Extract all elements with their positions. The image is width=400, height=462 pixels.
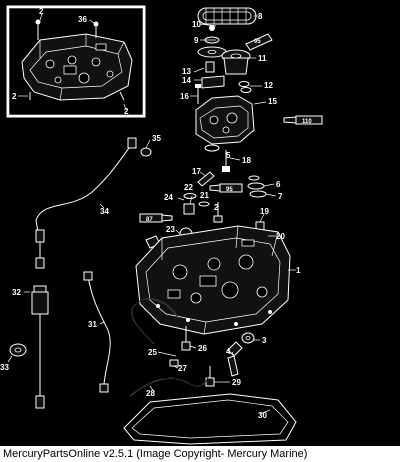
part-number-labels: 8 10 9 11 13 14 12 16 15 5 18 17 6 7 22 … [0, 12, 301, 420]
label-8: 8 [258, 12, 263, 21]
label-34: 34 [100, 207, 109, 216]
inset-detail-box: 2 36 2 2 [5, 4, 147, 119]
part-25-hose [131, 298, 179, 345]
part-13-14 [193, 61, 225, 89]
sealant-tag-95b: 95 [226, 187, 233, 193]
inset-label-2b: 2 [12, 92, 17, 101]
image-caption: MercuryPartsOnline v2.5.1 (Image Copyrig… [3, 448, 308, 460]
label-7: 7 [278, 192, 283, 201]
part-15-housing [195, 95, 255, 152]
label-19: 19 [260, 207, 269, 216]
part-12-orings [238, 81, 252, 93]
label-18: 18 [242, 156, 251, 165]
label-17: 17 [192, 167, 201, 176]
label-13: 13 [182, 67, 191, 76]
sealant-tube-87: 87 [139, 213, 173, 223]
part-5-18 [222, 150, 230, 172]
label-31: 31 [88, 320, 97, 329]
label-25: 25 [148, 348, 157, 357]
label-27: 27 [178, 364, 187, 373]
label-1: 1 [296, 266, 301, 275]
label-2: 2 [214, 203, 219, 212]
label-29: 29 [232, 378, 241, 387]
label-15: 15 [268, 97, 277, 106]
part-31-harness [83, 271, 111, 393]
part-28-hose [129, 375, 209, 397]
label-24: 24 [164, 193, 173, 202]
label-21: 21 [200, 191, 209, 200]
label-6: 6 [276, 180, 281, 189]
label-30: 30 [258, 411, 267, 420]
sealant-tube-110: 110 [283, 115, 323, 125]
sealant-tube-95-top: 95 [245, 33, 273, 51]
label-28: 28 [146, 389, 155, 398]
exploded-parts-diagram: 2 36 2 2 [0, 0, 400, 446]
label-33: 33 [0, 363, 9, 372]
part-21-22-24 [183, 193, 223, 223]
label-10: 10 [192, 20, 201, 29]
part-33-clamp [9, 343, 27, 357]
label-14: 14 [182, 76, 191, 85]
sealant-tube-95-mid: 95 [209, 183, 243, 193]
part-11-pump [221, 49, 251, 75]
label-16: 16 [180, 92, 189, 101]
label-3: 3 [262, 336, 267, 345]
part-8-chain [197, 7, 257, 25]
label-26: 26 [198, 344, 207, 353]
label-35: 35 [152, 134, 161, 143]
label-9: 9 [194, 36, 199, 45]
inset-label-36: 36 [78, 15, 87, 24]
label-12: 12 [264, 81, 273, 90]
part-1-main-housing [135, 225, 291, 335]
inset-label-2a: 2 [39, 7, 44, 16]
label-22: 22 [184, 183, 193, 192]
sealant-tag-110: 110 [302, 119, 312, 125]
part-35-clip [140, 147, 152, 157]
label-11: 11 [258, 54, 267, 63]
part-32-sensor [31, 285, 49, 409]
label-5: 5 [226, 151, 231, 160]
part-17-tube [197, 171, 215, 187]
label-23: 23 [166, 225, 175, 234]
sealant-tag-95a: 95 [254, 39, 261, 45]
sealant-tag-87: 87 [146, 217, 153, 223]
part-3-plug [241, 332, 255, 344]
leader-lines [7, 15, 296, 415]
label-32: 32 [12, 288, 21, 297]
part-30-gasket [123, 393, 297, 445]
label-4: 4 [226, 347, 231, 356]
inset-label-2c: 2 [124, 107, 129, 116]
part-34-cable [35, 137, 137, 269]
label-20: 20 [276, 232, 285, 241]
sealant-tube-95-low [227, 341, 243, 377]
